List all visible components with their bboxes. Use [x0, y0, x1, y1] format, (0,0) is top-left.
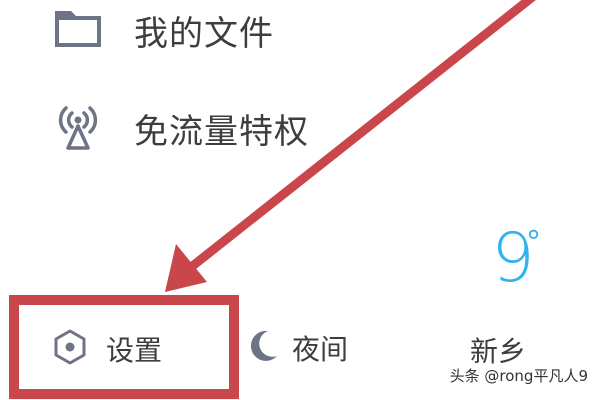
watermark: 头条 @rong平凡人9 — [449, 367, 588, 385]
menu-item-label: 免流量特权 — [134, 111, 309, 152]
degree-symbol: ° — [526, 225, 541, 260]
settings-label: 设置 — [106, 334, 163, 367]
broadcast-antenna-icon — [52, 98, 104, 158]
moon-icon — [246, 328, 280, 368]
menu-item-label: 我的文件 — [134, 14, 274, 54]
settings-hexagon-icon — [52, 328, 88, 370]
settings-button[interactable]: 设置 — [52, 328, 162, 370]
menu-item-free-data[interactable]: 免流量特权 — [52, 98, 309, 158]
night-mode-button[interactable]: 夜间 — [246, 328, 348, 368]
weather-city: 新乡 — [470, 335, 527, 368]
menu-item-my-files[interactable]: 我的文件 — [52, 6, 274, 55]
annotation-highlight-box — [9, 295, 239, 399]
night-mode-label: 夜间 — [292, 333, 349, 366]
folder-icon — [52, 7, 104, 55]
weather-widget[interactable]: 9 ° — [468, 225, 558, 293]
bottom-bar: 设置 夜间 — [0, 300, 600, 400]
